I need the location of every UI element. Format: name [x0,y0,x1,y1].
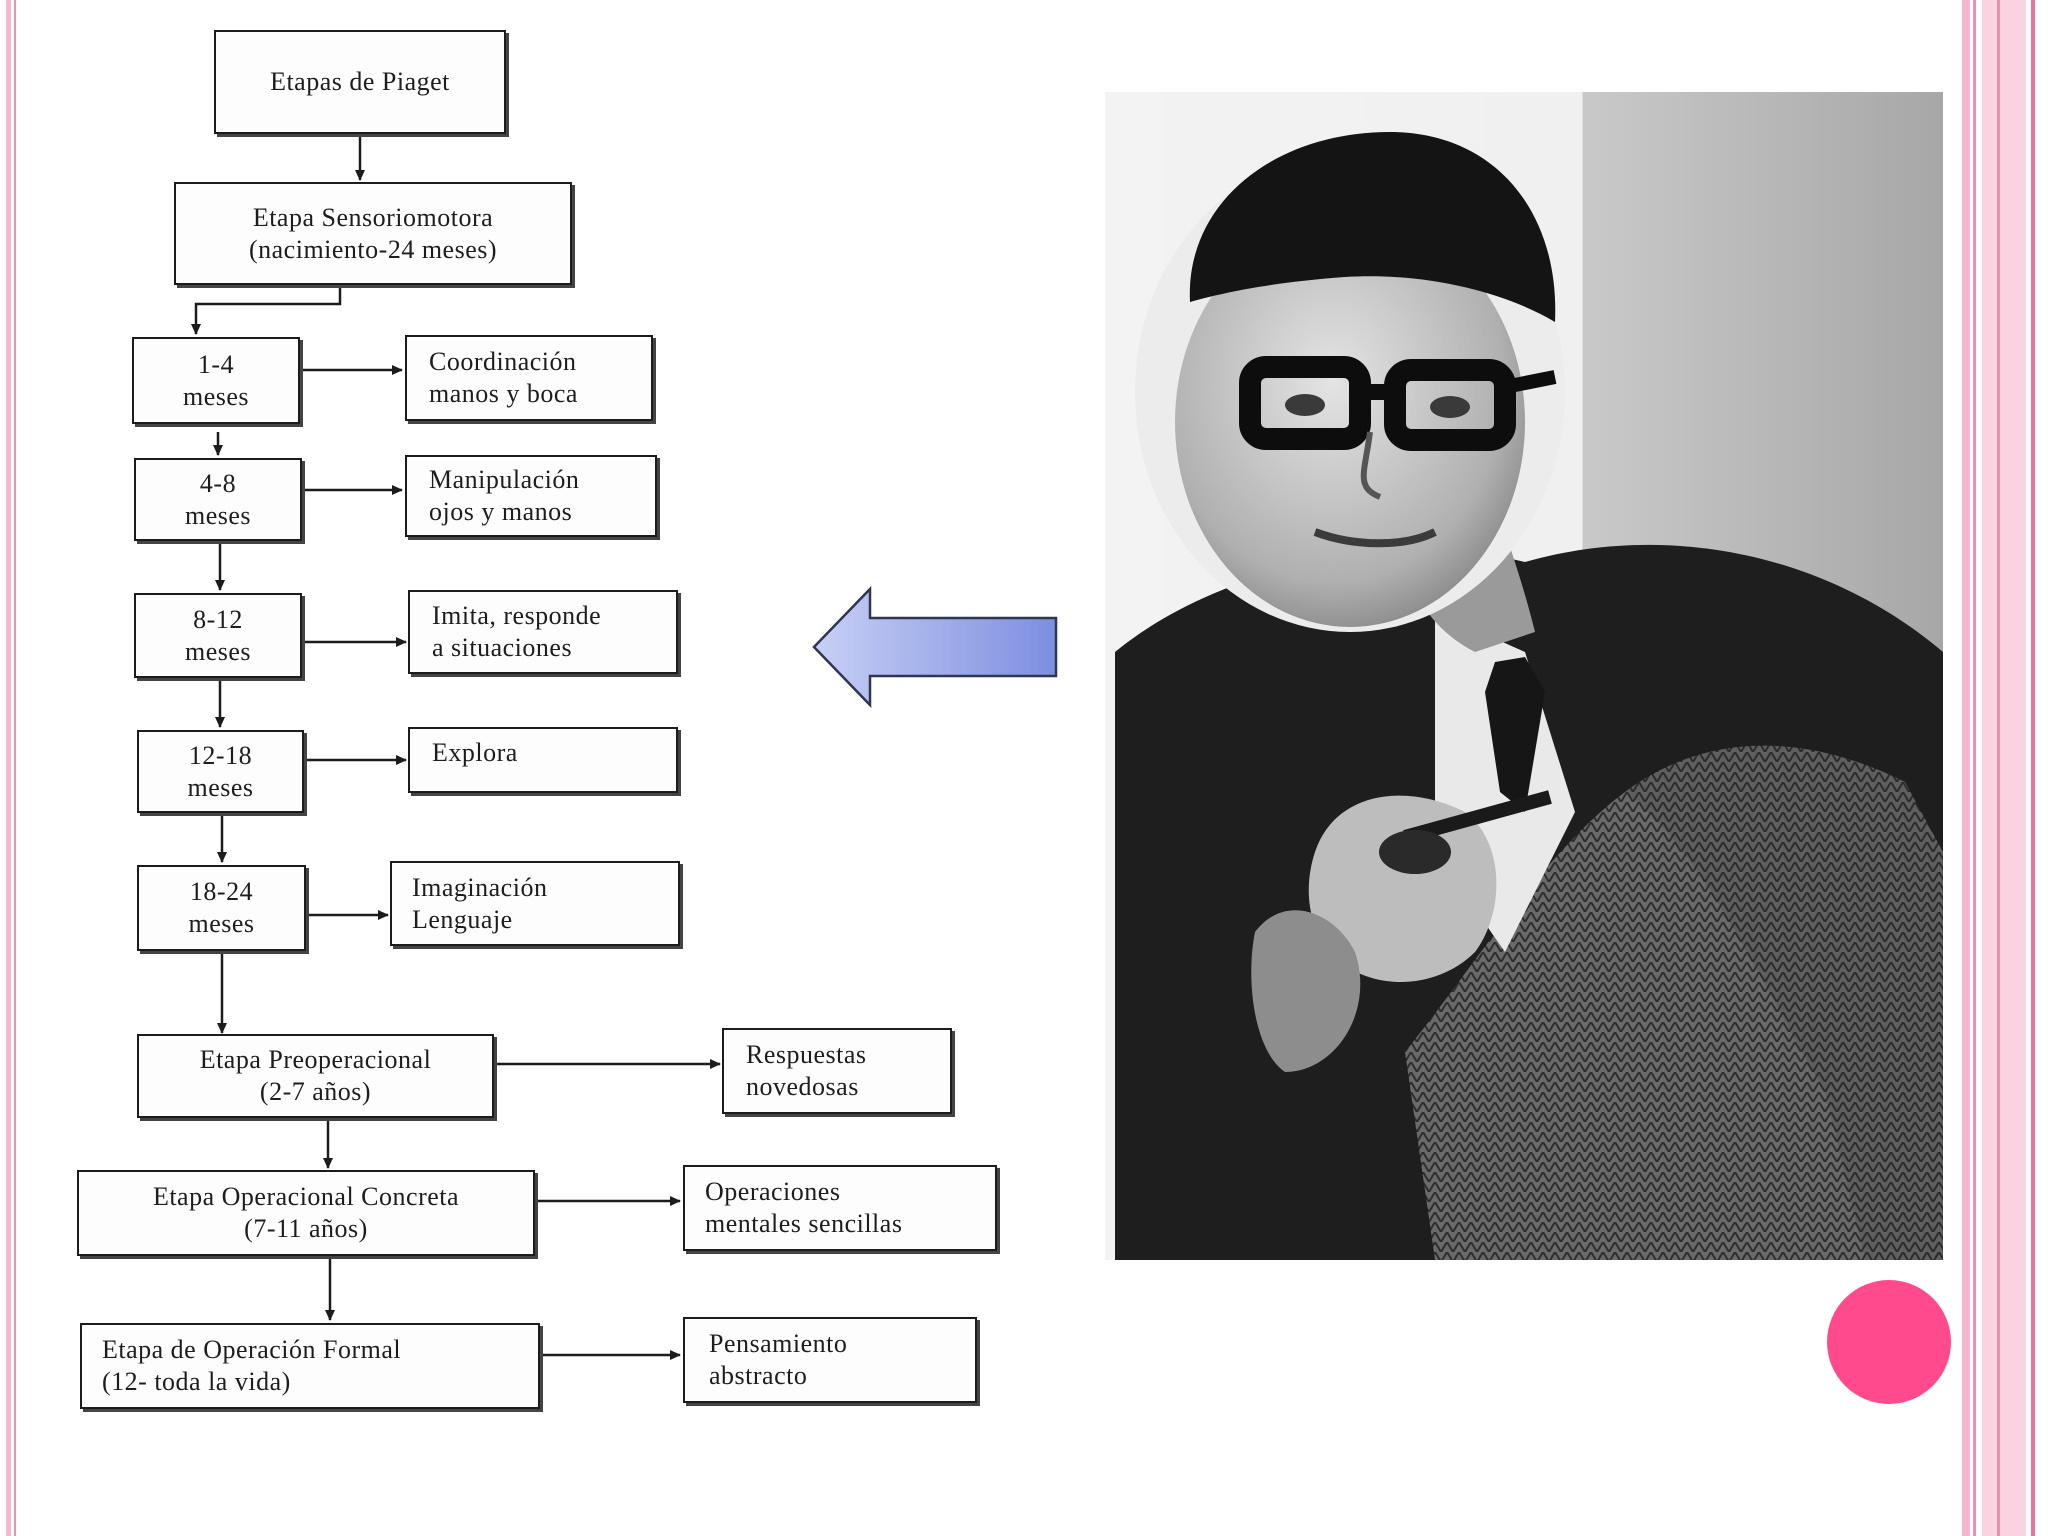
right-border-inner [1973,0,1976,1536]
substage-4-desc-box: Explora [408,727,678,793]
portrait-photo-icon [1105,92,1943,1260]
substage-5-age-box: 18-24 meses [137,865,306,951]
formal-desc-line1: Pensamiento [709,1329,848,1359]
left-border-inner [14,0,16,1536]
concreta-box: Etapa Operacional Concreta (7-11 años) [77,1170,535,1256]
formal-range: (12- toda la vida) [102,1367,291,1396]
substage-2-desc-line2: ojos y manos [429,497,573,526]
concreta-desc-line2: mentales sencillas [705,1209,903,1238]
substage-1-desc-line1: Coordinación [429,347,577,377]
substage-1-age-unit: meses [182,381,250,411]
substage-2-age-box: 4-8 meses [134,458,302,541]
substage-2-age-unit: meses [184,500,252,530]
formal-box: Etapa de Operación Formal (12- toda la v… [80,1323,540,1409]
substage-1-desc-line2: manos y boca [429,379,578,408]
substage-5-age-range: 18-24 [189,877,254,907]
preoperacional-range: (2-7 años) [259,1077,372,1106]
left-arrow-icon [812,585,1058,709]
concreta-desc-line1: Operaciones [705,1177,841,1207]
substage-4-desc-line1: Explora [432,738,518,767]
right-border-band-edge [1997,0,2000,1536]
preoperacional-desc-line1: Respuestas [746,1040,867,1070]
left-border-outer [6,0,11,1536]
substage-3-desc-box: Imita, responde a situaciones [408,590,678,674]
substage-3-desc-line2: a situaciones [432,633,573,662]
preoperacional-box: Etapa Preoperacional (2-7 años) [137,1034,494,1118]
sensoriomotora-box: Etapa Sensoriomotora (nacimiento-24 mese… [174,182,572,285]
substage-5-desc-line1: Imaginación [412,872,548,902]
substage-5-desc-box: Imaginación Lenguaje [390,861,680,946]
substage-4-age-box: 12-18 meses [137,730,304,813]
substage-3-age-range: 8-12 [193,604,243,634]
substage-2-age-range: 4-8 [199,468,237,498]
sensoriomotora-range: (nacimiento-24 meses) [248,234,498,264]
substage-1-desc-box: Coordinación manos y boca [405,335,653,421]
flowchart-connectors [191,133,721,1360]
right-border-outer [1962,0,1970,1536]
preoperacional-desc-line2: novedosas [746,1072,859,1101]
title-box: Etapas de Piaget [214,30,506,134]
substage-3-age-unit: meses [184,636,252,666]
concreta-range: (7-11 años) [244,1214,368,1243]
substage-4-age-range: 12-18 [188,740,253,770]
substage-4-age-unit: meses [187,772,254,802]
preoperacional-desc-box: Respuestas novedosas [722,1028,952,1114]
formal-name: Etapa de Operación Formal [102,1335,402,1365]
substage-1-age-box: 1-4 meses [132,337,300,424]
substage-3-age-box: 8-12 meses [134,593,302,678]
substage-5-desc-line2: Lenguaje [412,904,513,934]
pink-circle-icon [1827,1280,1951,1404]
preoperacional-name: Etapa Preoperacional [199,1045,432,1075]
substage-5-age-unit: meses [188,909,255,938]
substage-2-desc-line1: Manipulación [429,465,580,495]
concreta-name: Etapa Operacional Concreta [152,1182,460,1212]
formal-desc-box: Pensamiento abstracto [683,1317,977,1403]
concreta-desc-box: Operaciones mentales sencillas [683,1165,997,1251]
right-border-far [2031,0,2035,1536]
right-border-band [1982,0,2026,1536]
formal-desc-line2: abstracto [709,1361,808,1390]
diagram-title: Etapas de Piaget [270,67,450,97]
connector-sensoriomotora-to-sub1 [191,284,342,335]
substage-2-desc-box: Manipulación ojos y manos [405,455,657,537]
substage-1-age-range: 1-4 [197,349,235,379]
sensoriomotora-name: Etapa Sensoriomotora [252,202,494,232]
substage-3-desc-line1: Imita, responde [432,601,602,631]
